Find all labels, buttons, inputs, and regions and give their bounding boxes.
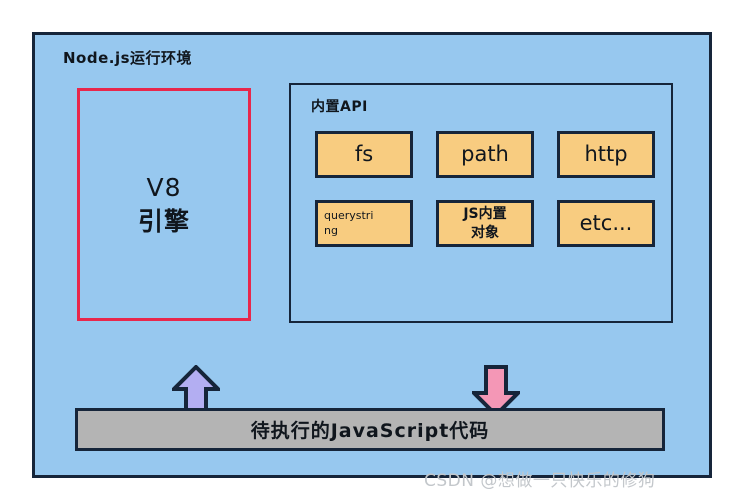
pending-javascript-code-bar: 待执行的JavaScript代码 xyxy=(75,408,665,451)
builtin-api-title: 内置API xyxy=(311,99,368,115)
api-module-path: path xyxy=(436,131,534,178)
api-module-label: etc... xyxy=(579,210,633,235)
runtime-title: Node.js运行环境 xyxy=(63,49,193,67)
builtin-api-grid: fs path http querystri ng JS内置 对象 etc... xyxy=(315,131,655,247)
v8-engine-label-latin: V8 xyxy=(146,172,182,202)
api-module-querystring: querystri ng xyxy=(315,200,413,247)
builtin-api-panel: 内置API fs path http querystri ng JS内置 对象 xyxy=(289,83,673,323)
api-module-http: http xyxy=(557,131,655,178)
api-module-label: fs xyxy=(354,141,374,166)
pending-javascript-code-label: 待执行的JavaScript代码 xyxy=(250,420,490,442)
api-module-etc: etc... xyxy=(557,200,655,247)
v8-engine-box: V8 引擎 xyxy=(77,88,251,321)
api-module-label: JS内置 对象 xyxy=(463,206,507,241)
api-module-js-builtin-objects: JS内置 对象 xyxy=(436,200,534,247)
api-module-label: path xyxy=(461,141,509,166)
nodejs-runtime-container: Node.js运行环境 V8 引擎 内置API fs path http que… xyxy=(32,32,712,478)
arrow-down-icon xyxy=(469,365,523,418)
api-module-fs: fs xyxy=(315,131,413,178)
api-module-label: http xyxy=(584,141,628,166)
api-module-label: querystri ng xyxy=(324,208,374,237)
v8-engine-label-cn: 引擎 xyxy=(137,206,190,236)
